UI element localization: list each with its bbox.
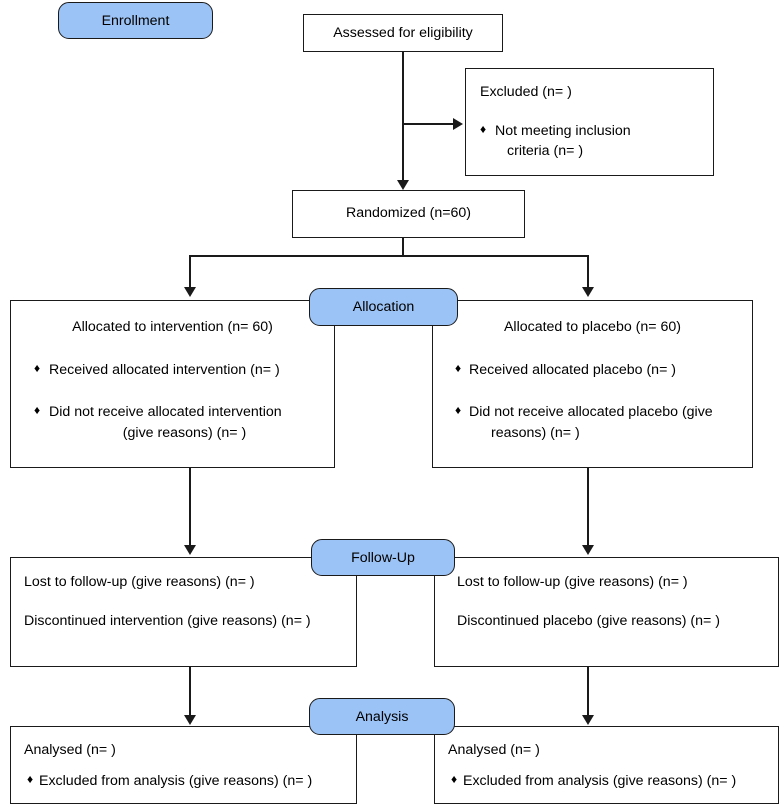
arrowhead-assessed-to-randomized — [397, 180, 409, 190]
box-excluded: Excluded (n= ) ♦ Not meeting inclusion c… — [465, 68, 714, 176]
connector-right-followup-to-analysis — [587, 667, 589, 721]
bullet-diamond-icon: ♦ — [451, 771, 458, 786]
stage-label-analysis: Analysis — [309, 698, 455, 735]
allocation-left-bullet-2-line1: Did not receive allocated intervention — [49, 404, 282, 421]
stage-label-analysis-text: Analysis — [355, 708, 409, 725]
box-followup-placebo: Lost to follow-up (give reasons) (n= ) D… — [434, 557, 779, 667]
allocation-left-bullet-1-text: Received allocated intervention (n= ) — [49, 361, 280, 378]
connector-randomized-to-left-allocation — [189, 255, 191, 290]
allocation-left-heading: Allocated to intervention (n= 60) — [72, 319, 273, 335]
allocation-left-bullet-2: ♦ Did not receive allocated intervention… — [25, 402, 320, 443]
arrowhead-left-analysis — [184, 715, 196, 725]
analysis-right-bullet-1-text: Excluded from analysis (give reasons) (n… — [463, 772, 737, 789]
box-assessed-for-eligibility: Assessed for eligibility — [303, 14, 503, 52]
bullet-diamond-icon: ♦ — [455, 360, 462, 375]
assessed-for-eligibility-text: Assessed for eligibility — [333, 25, 473, 41]
connector-assessed-to-randomized — [402, 52, 404, 186]
connector-randomized-to-right-allocation — [587, 255, 589, 290]
allocation-right-bullet-1: ♦ Received allocated placebo (n= ) — [447, 360, 738, 381]
excluded-reason-line2: criteria (n= ) — [507, 143, 584, 160]
analysis-right-line-1: Analysed (n= ) — [448, 742, 540, 758]
bullet-diamond-icon: ♦ — [34, 403, 41, 418]
analysis-left-bullet-1-text: Excluded from analysis (give reasons) (n… — [39, 772, 313, 789]
stage-label-followup: Follow-Up — [311, 539, 455, 576]
allocation-right-bullet-2-line1: Did not receive allocated placebo (give — [469, 404, 713, 421]
bullet-diamond-icon: ♦ — [27, 771, 34, 786]
excluded-title: Excluded (n= ) — [480, 84, 572, 100]
box-analysis-intervention: Analysed (n= ) ♦ Excluded from analysis … — [10, 726, 357, 804]
arrowhead-right-analysis — [582, 715, 594, 725]
allocation-right-bullet-1-text: Received allocated placebo (n= ) — [469, 361, 677, 378]
excluded-reason-bullet: ♦ Not meeting inclusion criteria (n= ) — [480, 121, 699, 162]
randomized-text: Randomized (n=60) — [346, 205, 471, 221]
allocation-left-bullet-2-line2: (give reasons) (n= ) — [122, 424, 247, 441]
stage-label-allocation: Allocation — [309, 288, 458, 326]
followup-left-line-1: Lost to follow-up (give reasons) (n= ) — [24, 574, 255, 590]
connector-randomized-split-bar — [189, 255, 589, 257]
stage-label-enrollment: Enrollment — [58, 2, 213, 39]
followup-left-line-2: Discontinued intervention (give reasons)… — [24, 612, 311, 629]
analysis-left-bullet-1: ♦ Excluded from analysis (give reasons) … — [24, 771, 343, 792]
box-randomized: Randomized (n=60) — [292, 190, 525, 238]
box-followup-intervention: Lost to follow-up (give reasons) (n= ) D… — [10, 557, 357, 667]
arrowhead-left-followup — [184, 545, 196, 555]
connector-randomized-stem — [402, 238, 404, 256]
bullet-diamond-icon: ♦ — [480, 121, 487, 136]
arrowhead-right-followup — [582, 545, 594, 555]
allocation-right-bullet-2: ♦ Did not receive allocated placebo (giv… — [447, 402, 738, 443]
followup-right-line-2: Discontinued placebo (give reasons) (n= … — [457, 612, 721, 629]
allocation-right-bullet-2-line2: reasons) (n= ) — [491, 424, 580, 441]
box-analysis-placebo: Analysed (n= ) ♦ Excluded from analysis … — [434, 726, 779, 804]
arrowhead-left-allocation — [184, 287, 196, 297]
stage-label-followup-text: Follow-Up — [351, 549, 415, 566]
bullet-diamond-icon: ♦ — [455, 403, 462, 418]
connector-left-followup-to-analysis — [189, 667, 191, 721]
arrowhead-assessed-to-excluded — [453, 118, 463, 130]
followup-right-line-1: Lost to follow-up (give reasons) (n= ) — [457, 574, 688, 590]
allocation-left-bullet-1: ♦ Received allocated intervention (n= ) — [25, 360, 320, 381]
connector-left-allocation-to-followup — [189, 468, 191, 548]
connector-right-allocation-to-followup — [587, 468, 589, 548]
excluded-reason-line1: Not meeting inclusion — [495, 122, 631, 139]
bullet-diamond-icon: ♦ — [34, 360, 41, 375]
box-allocated-placebo: Allocated to placebo (n= 60) ♦ Received … — [432, 300, 753, 468]
allocation-right-heading: Allocated to placebo (n= 60) — [503, 319, 682, 335]
connector-assessed-to-excluded — [402, 123, 455, 125]
analysis-right-bullet-1: ♦ Excluded from analysis (give reasons) … — [448, 771, 765, 792]
box-allocated-intervention: Allocated to intervention (n= 60) ♦ Rece… — [10, 300, 335, 468]
stage-label-enrollment-text: Enrollment — [101, 12, 170, 29]
arrowhead-right-allocation — [582, 287, 594, 297]
stage-label-allocation-text: Allocation — [352, 299, 415, 315]
analysis-left-line-1: Analysed (n= ) — [24, 742, 116, 758]
